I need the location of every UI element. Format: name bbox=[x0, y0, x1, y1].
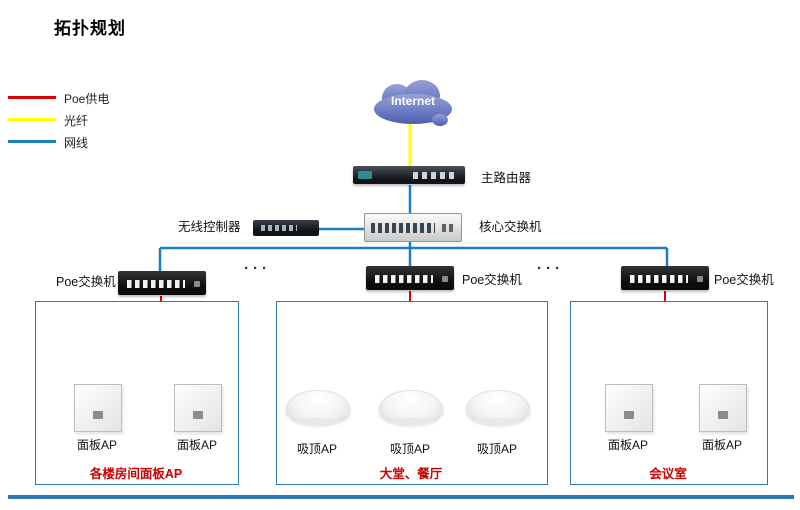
core-switch-device bbox=[364, 213, 462, 242]
panel-ap-device bbox=[174, 384, 222, 432]
legend-fiber-label: 光纤 bbox=[64, 114, 89, 128]
internet-label: Internet bbox=[390, 94, 435, 108]
core-switch-label: 核心交换机 bbox=[479, 220, 542, 234]
poe-switch-left-device bbox=[118, 271, 206, 295]
poe-switch-mid-label: Poe交换机 bbox=[462, 273, 522, 287]
ceiling-ap-device bbox=[286, 388, 350, 428]
legend-lan-label: 网线 bbox=[64, 136, 89, 150]
ap-label: 吸顶AP bbox=[389, 442, 431, 456]
legend-poe-swatch bbox=[8, 96, 56, 99]
legend-poe-label: Poe供电 bbox=[64, 92, 110, 106]
legend-fiber-swatch bbox=[8, 118, 56, 121]
panel-ap-device bbox=[699, 384, 747, 432]
poe-switch-left-label: Poe交换机 bbox=[56, 275, 116, 289]
poe-switch-right-ports bbox=[630, 275, 688, 283]
ap-label: 面板AP bbox=[607, 438, 649, 452]
core-switch-uplink-ports bbox=[442, 224, 456, 232]
panel-ap-device bbox=[74, 384, 122, 432]
group-label-meeting: 会议室 bbox=[649, 467, 687, 481]
wireless-controller-device bbox=[253, 220, 319, 236]
ap-label: 吸顶AP bbox=[476, 442, 518, 456]
core-switch-ports bbox=[371, 223, 435, 233]
main-router-label: 主路由器 bbox=[481, 171, 532, 185]
page-title: 拓扑规划 bbox=[54, 19, 126, 38]
wireless-controller-label: 无线控制器 bbox=[178, 220, 241, 234]
poe-switch-left-led bbox=[194, 281, 200, 287]
poe-switch-right-label: Poe交换机 bbox=[714, 273, 774, 287]
router-brand-badge bbox=[358, 171, 372, 179]
bottom-divider bbox=[8, 495, 794, 499]
ap-label: 面板AP bbox=[176, 438, 218, 452]
internet-cloud-icon bbox=[372, 80, 454, 130]
ceiling-ap-device bbox=[379, 388, 443, 428]
panel-ap-device bbox=[605, 384, 653, 432]
main-router-device bbox=[353, 166, 465, 184]
group-label-lobby: 大堂、餐厅 bbox=[379, 467, 443, 481]
ap-label: 面板AP bbox=[76, 438, 118, 452]
ellipsis-right: ··· bbox=[537, 260, 564, 277]
group-label-rooms: 各楼房间面板AP bbox=[89, 467, 183, 481]
ap-label: 面板AP bbox=[701, 438, 743, 452]
poe-switch-mid-device bbox=[366, 266, 454, 290]
poe-switch-right-device bbox=[621, 266, 709, 290]
poe-switch-mid-ports bbox=[375, 275, 433, 283]
router-ports bbox=[413, 172, 457, 179]
poe-switch-right-led bbox=[697, 276, 703, 282]
poe-switch-mid-led bbox=[442, 276, 448, 282]
ceiling-ap-device bbox=[466, 388, 530, 428]
ap-label: 吸顶AP bbox=[296, 442, 338, 456]
poe-switch-left-ports bbox=[127, 280, 185, 288]
legend-lan-swatch bbox=[8, 140, 56, 143]
ellipsis-left: ··· bbox=[244, 260, 271, 277]
controller-ports bbox=[261, 225, 297, 231]
